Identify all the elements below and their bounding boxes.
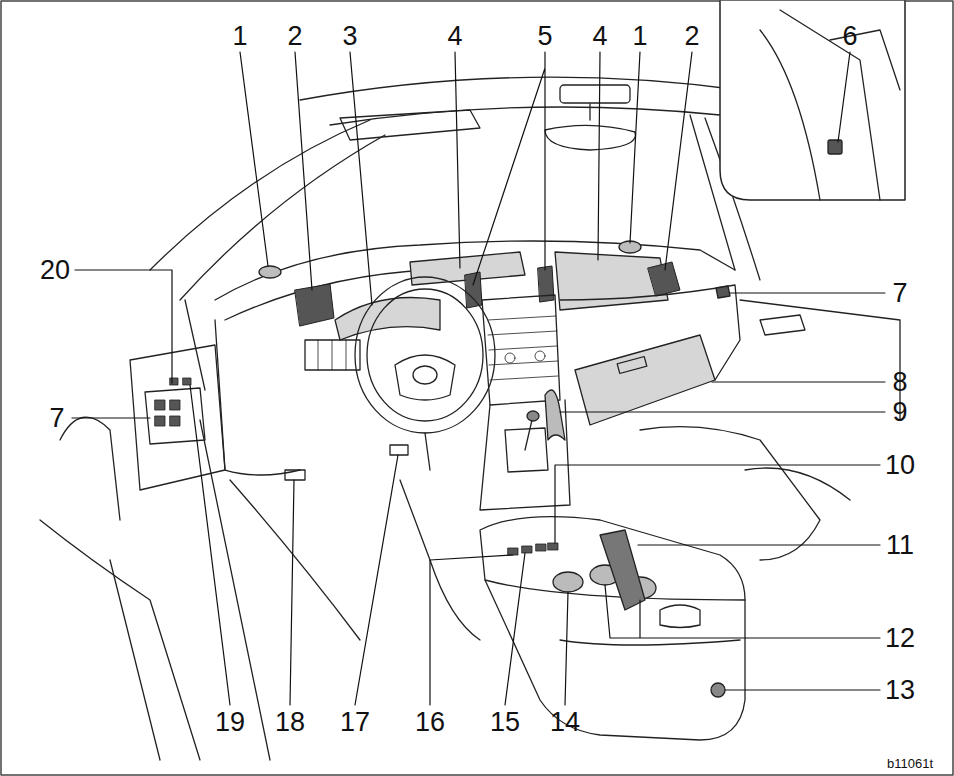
callout-number: 13 xyxy=(885,677,915,704)
figure-code: b11061t xyxy=(887,757,933,770)
callout-number: 18 xyxy=(275,709,305,736)
callout-number: 15 xyxy=(490,709,520,736)
callout-number: 7 xyxy=(49,405,64,432)
callout-number: 12 xyxy=(885,625,915,652)
callout-number: 4 xyxy=(592,23,607,50)
callout-number: 1 xyxy=(632,23,647,50)
callout-number: 2 xyxy=(684,23,699,50)
callout-number: 1 xyxy=(232,23,247,50)
callout-number: 7 xyxy=(892,280,907,307)
callout-number: 16 xyxy=(415,709,445,736)
callout-number: 3 xyxy=(342,23,357,50)
callout-number: 19 xyxy=(215,709,245,736)
callout-number: 8 xyxy=(892,369,907,396)
callout-number: 17 xyxy=(340,709,370,736)
callout-number: 2 xyxy=(287,23,302,50)
callout-number: 5 xyxy=(537,23,552,50)
callout-number: 20 xyxy=(40,257,70,284)
callout-number: 9 xyxy=(892,399,907,426)
callout-number: 11 xyxy=(886,532,914,559)
callout-number: 4 xyxy=(447,23,462,50)
callout-number: 10 xyxy=(885,452,915,479)
callout-number: 14 xyxy=(550,709,580,736)
callout-number: 6 xyxy=(842,23,857,50)
